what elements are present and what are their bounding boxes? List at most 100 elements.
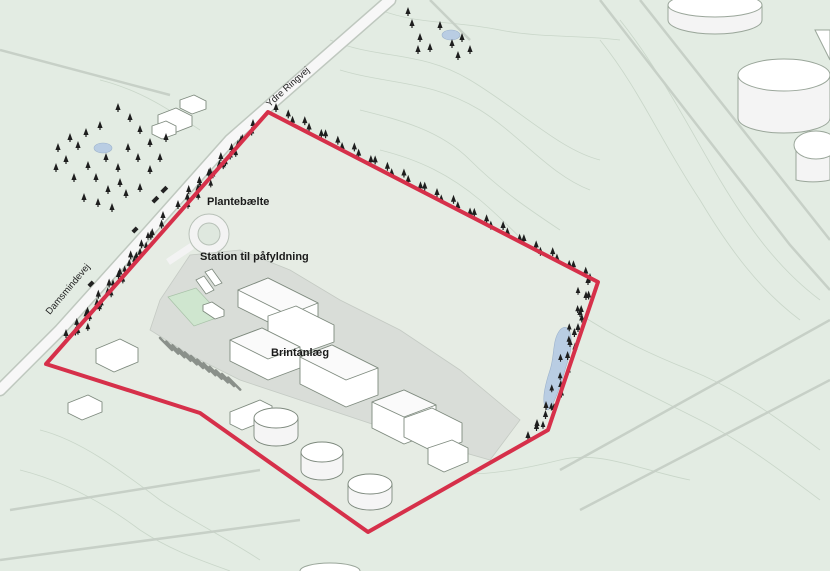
tree-icon <box>417 33 423 42</box>
tree-icon <box>67 133 73 142</box>
tree-icon <box>137 125 143 134</box>
tree-icon <box>533 422 540 431</box>
tree-icon <box>117 178 123 187</box>
tree-icon <box>585 276 591 285</box>
tree-icon <box>75 326 81 335</box>
label-plantebaelte: Plantebælte <box>207 196 270 208</box>
tree-icon <box>81 193 87 202</box>
tree-icon <box>459 33 465 42</box>
tree-icon <box>549 402 554 411</box>
tree-icon <box>157 153 163 162</box>
tree-icon <box>455 51 461 60</box>
tree-icon <box>95 289 101 299</box>
site-boundary <box>44 110 600 534</box>
tree-icon <box>233 148 239 157</box>
tree-icon <box>147 138 153 147</box>
tree-icon <box>103 153 109 162</box>
label-brintanlaeg: Brintanlæg <box>271 347 330 359</box>
tree-icon <box>128 250 134 260</box>
tree-icon <box>384 161 391 171</box>
tree-icon <box>53 163 59 172</box>
tree-icon <box>83 128 89 137</box>
tree-icon <box>115 103 121 112</box>
tree-icon <box>542 410 549 419</box>
tree-icon <box>163 133 169 142</box>
tree-icon <box>105 185 111 194</box>
tree-icon <box>55 143 61 152</box>
tree-icon <box>273 103 279 112</box>
tree-icon <box>483 214 490 224</box>
tree-icon <box>558 353 563 362</box>
tree-icon <box>63 155 69 164</box>
tree-icon <box>115 163 121 172</box>
tree-icon <box>356 148 362 158</box>
parking-lot <box>158 336 242 391</box>
tree-icon <box>125 143 131 152</box>
tree-icon <box>571 328 577 337</box>
tank-farm <box>667 0 830 183</box>
tree-icon <box>208 179 214 188</box>
tree-icon <box>97 302 102 312</box>
tree-icon <box>175 200 181 209</box>
tree-icon <box>405 7 411 16</box>
buildings <box>67 94 469 473</box>
tree-icon <box>566 323 572 332</box>
tree-icon <box>75 141 81 150</box>
vehicles <box>87 185 169 288</box>
tree-icon <box>549 384 555 393</box>
tree-icon <box>106 278 112 288</box>
tree-icon <box>135 153 141 162</box>
station-equipment <box>195 268 223 295</box>
tree-icon <box>285 109 291 119</box>
pond-north <box>441 29 461 41</box>
tree-icon <box>540 420 546 429</box>
tree-icon <box>372 155 378 165</box>
tree-icon <box>401 168 407 178</box>
tree-icon <box>368 155 374 165</box>
tree-icon <box>145 231 151 240</box>
tree-icon <box>409 19 415 28</box>
tree-icon <box>543 401 549 410</box>
tree-icon <box>186 185 192 194</box>
tree-icon <box>306 122 312 132</box>
tree-icon <box>422 181 428 191</box>
tree-icon <box>160 211 166 220</box>
tank-partial-bottom <box>299 562 361 571</box>
tree-icon <box>159 219 165 229</box>
tree-icon <box>575 286 581 295</box>
tree-icon <box>335 135 341 145</box>
tree-icon <box>95 198 101 207</box>
tree-icon <box>533 240 539 250</box>
site-tanks <box>253 407 393 511</box>
tree-icon <box>525 431 531 440</box>
tree-icon <box>575 304 580 314</box>
tree-icon <box>471 207 477 217</box>
tree-icon <box>318 128 324 138</box>
tree-icon <box>93 173 99 182</box>
tree-icon <box>85 322 91 331</box>
tree-icon <box>351 142 357 152</box>
ydre-ringvej-road-surface <box>0 0 395 395</box>
tree-icon <box>415 45 421 54</box>
tree-icon <box>85 161 91 170</box>
tree-icon <box>123 189 129 198</box>
tree-icon <box>147 165 153 174</box>
pond-west <box>93 142 113 154</box>
tree-icon <box>115 270 122 279</box>
tree-icon <box>71 173 77 182</box>
tree-icon <box>583 291 589 300</box>
tree-icon <box>218 152 224 161</box>
tree-icon <box>557 371 563 381</box>
tree-icon <box>127 113 133 122</box>
tree-icon <box>97 121 103 130</box>
tree-icon <box>565 351 571 360</box>
tree-icon <box>302 116 308 126</box>
tree-icon <box>196 176 203 185</box>
tree-icon <box>138 239 145 249</box>
tree-icon <box>500 220 506 230</box>
label-station-til-pafyldning: Station til påfyldning <box>200 251 309 263</box>
tree-icon <box>450 194 457 204</box>
